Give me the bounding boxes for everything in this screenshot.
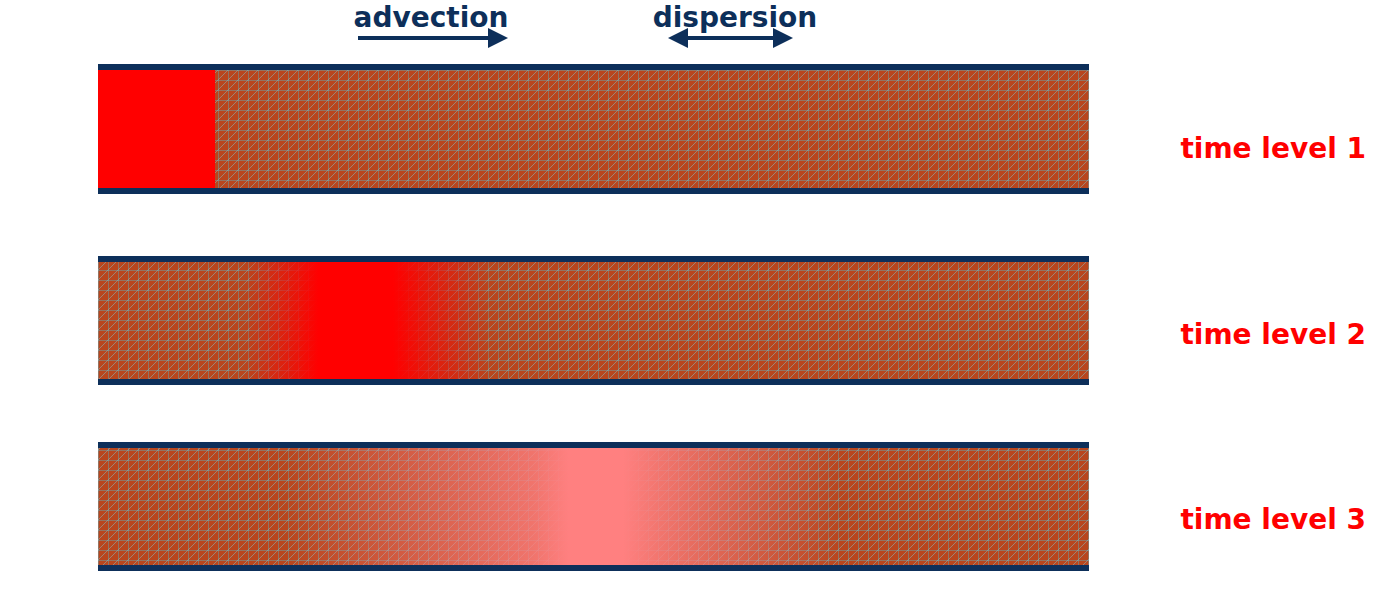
dispersion-arrow: [685, 36, 776, 40]
pipe-bar: [98, 256, 1089, 385]
time-label: time level 2: [1180, 319, 1366, 351]
time-label: time level 3: [1180, 504, 1366, 536]
arrow-label: dispersion: [653, 2, 818, 34]
advection-arrow: [358, 36, 500, 40]
pipe-bar: [98, 442, 1089, 571]
pipe-bar: [98, 64, 1089, 194]
time-label: time level 1: [1180, 133, 1366, 165]
arrow-label: advection: [354, 2, 509, 34]
